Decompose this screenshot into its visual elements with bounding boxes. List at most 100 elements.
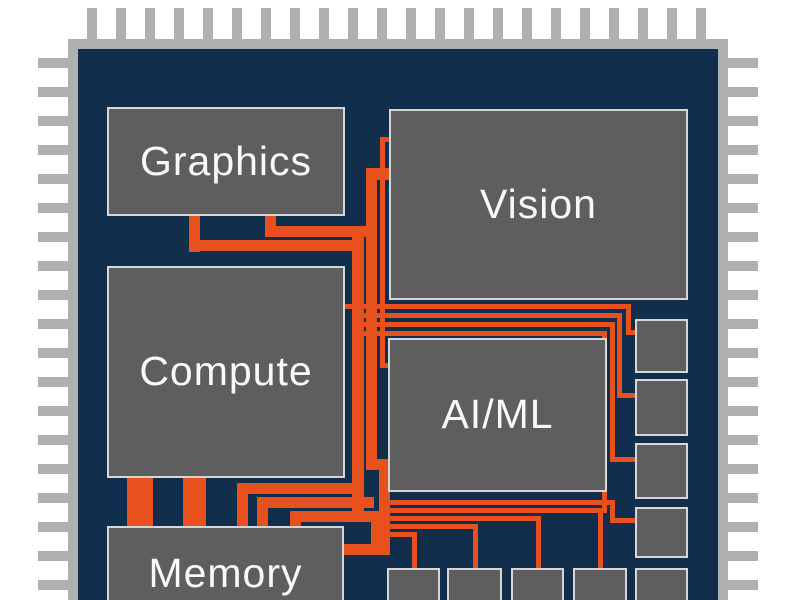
chip-pin-top-15 <box>493 8 503 39</box>
chip-pin-left-19 <box>38 580 68 590</box>
chip-pin-left-9 <box>38 290 68 300</box>
trace-segment <box>371 511 382 555</box>
chip-pin-top-8 <box>290 8 300 39</box>
trace-segment <box>384 516 541 521</box>
chip-pin-top-10 <box>348 8 358 39</box>
chip-pin-top-12 <box>406 8 416 39</box>
trace-segment <box>127 477 153 526</box>
chip-pin-top-7 <box>261 8 271 39</box>
trace-segment <box>366 168 390 180</box>
chip-pin-left-11 <box>38 348 68 358</box>
trace-segment <box>610 500 615 523</box>
trace-segment <box>380 137 390 142</box>
trace-segment <box>380 363 389 368</box>
chip-pin-right-12 <box>728 377 758 387</box>
block-graphics: Graphics <box>107 107 345 216</box>
chip-pin-left-3 <box>38 116 68 126</box>
chip-pin-top-11 <box>377 8 387 39</box>
block-graphics-label: Graphics <box>139 137 313 184</box>
trace-segment <box>290 511 390 522</box>
trace-segment <box>183 477 206 526</box>
io-block-right-3 <box>635 443 688 499</box>
chip-pin-right-7 <box>728 232 758 242</box>
chip-pin-left-14 <box>38 435 68 445</box>
trace-segment <box>290 511 301 526</box>
trace-segment <box>412 532 417 568</box>
chip-pin-top-19 <box>609 8 619 39</box>
trace-segment <box>366 168 377 470</box>
trace-segment <box>384 524 478 529</box>
io-block-right-4 <box>635 507 688 558</box>
chip-pin-top-1 <box>87 8 97 39</box>
chip-pin-left-15 <box>38 464 68 474</box>
chip-pin-left-17 <box>38 522 68 532</box>
chip-pin-right-2 <box>728 87 758 97</box>
trace-segment <box>366 459 390 470</box>
trace-segment <box>626 330 635 335</box>
trace-segment <box>610 518 635 523</box>
block-memory-label: Memory <box>148 550 303 597</box>
trace-segment <box>380 137 385 368</box>
trace-segment <box>344 544 390 555</box>
chip-pin-top-20 <box>638 8 648 39</box>
trace-segment <box>257 497 268 526</box>
block-vision-label: Vision <box>480 180 597 227</box>
chip-pin-top-4 <box>174 8 184 39</box>
chip-pin-left-5 <box>38 174 68 184</box>
chip-pin-top-6 <box>232 8 242 39</box>
chip-pin-right-10 <box>728 319 758 329</box>
trace-segment <box>352 226 364 519</box>
chip-pin-right-6 <box>728 203 758 213</box>
chip-pin-top-3 <box>145 8 155 39</box>
trace-segment <box>536 516 541 568</box>
chip-pin-right-14 <box>728 435 758 445</box>
chip-pin-right-1 <box>728 58 758 68</box>
chip-pin-top-13 <box>435 8 445 39</box>
chip-pin-top-2 <box>116 8 126 39</box>
chip-pin-top-22 <box>696 8 706 39</box>
trace-segment <box>598 508 603 568</box>
trace-segment <box>353 313 622 318</box>
trace-segment <box>345 304 631 309</box>
chip-pin-left-12 <box>38 377 68 387</box>
trace-segment <box>353 322 615 327</box>
trace-segment <box>257 497 374 508</box>
chip-pin-right-5 <box>728 174 758 184</box>
chip-pin-right-11 <box>728 348 758 358</box>
io-block-bottom-5 <box>635 568 688 600</box>
chip-pin-left-6 <box>38 203 68 213</box>
block-memory: Memory <box>107 526 344 600</box>
block-compute-label: Compute <box>139 348 313 395</box>
trace-segment <box>237 483 364 494</box>
chip-pin-top-17 <box>551 8 561 39</box>
io-block-right-1 <box>635 319 688 373</box>
io-block-bottom-2 <box>447 568 502 600</box>
chip-pin-left-16 <box>38 493 68 503</box>
chip-pin-right-9 <box>728 290 758 300</box>
trace-segment <box>237 483 248 526</box>
chip-pin-right-8 <box>728 261 758 271</box>
chip-pin-left-10 <box>38 319 68 329</box>
chip-pin-top-18 <box>580 8 590 39</box>
block-ai-ml-label: AI/ML <box>441 391 554 438</box>
chip-pin-top-5 <box>203 8 213 39</box>
chip-pin-right-18 <box>728 551 758 561</box>
chip-pin-left-7 <box>38 232 68 242</box>
chip-pin-top-9 <box>319 8 329 39</box>
trace-segment <box>610 322 615 462</box>
trace-segment <box>617 393 635 398</box>
chip-pin-right-16 <box>728 493 758 503</box>
trace-segment <box>384 508 603 513</box>
block-ai-ml: AI/ML <box>388 338 607 492</box>
chip-pin-top-16 <box>522 8 532 39</box>
trace-segment <box>189 240 364 251</box>
trace-segment <box>265 226 375 237</box>
io-block-right-2 <box>635 379 688 436</box>
trace-segment <box>473 524 478 568</box>
chip-pin-left-8 <box>38 261 68 271</box>
chip-pin-right-3 <box>728 116 758 126</box>
chip-pin-left-4 <box>38 145 68 155</box>
chip-pin-top-14 <box>464 8 474 39</box>
chip-pin-top-21 <box>667 8 677 39</box>
